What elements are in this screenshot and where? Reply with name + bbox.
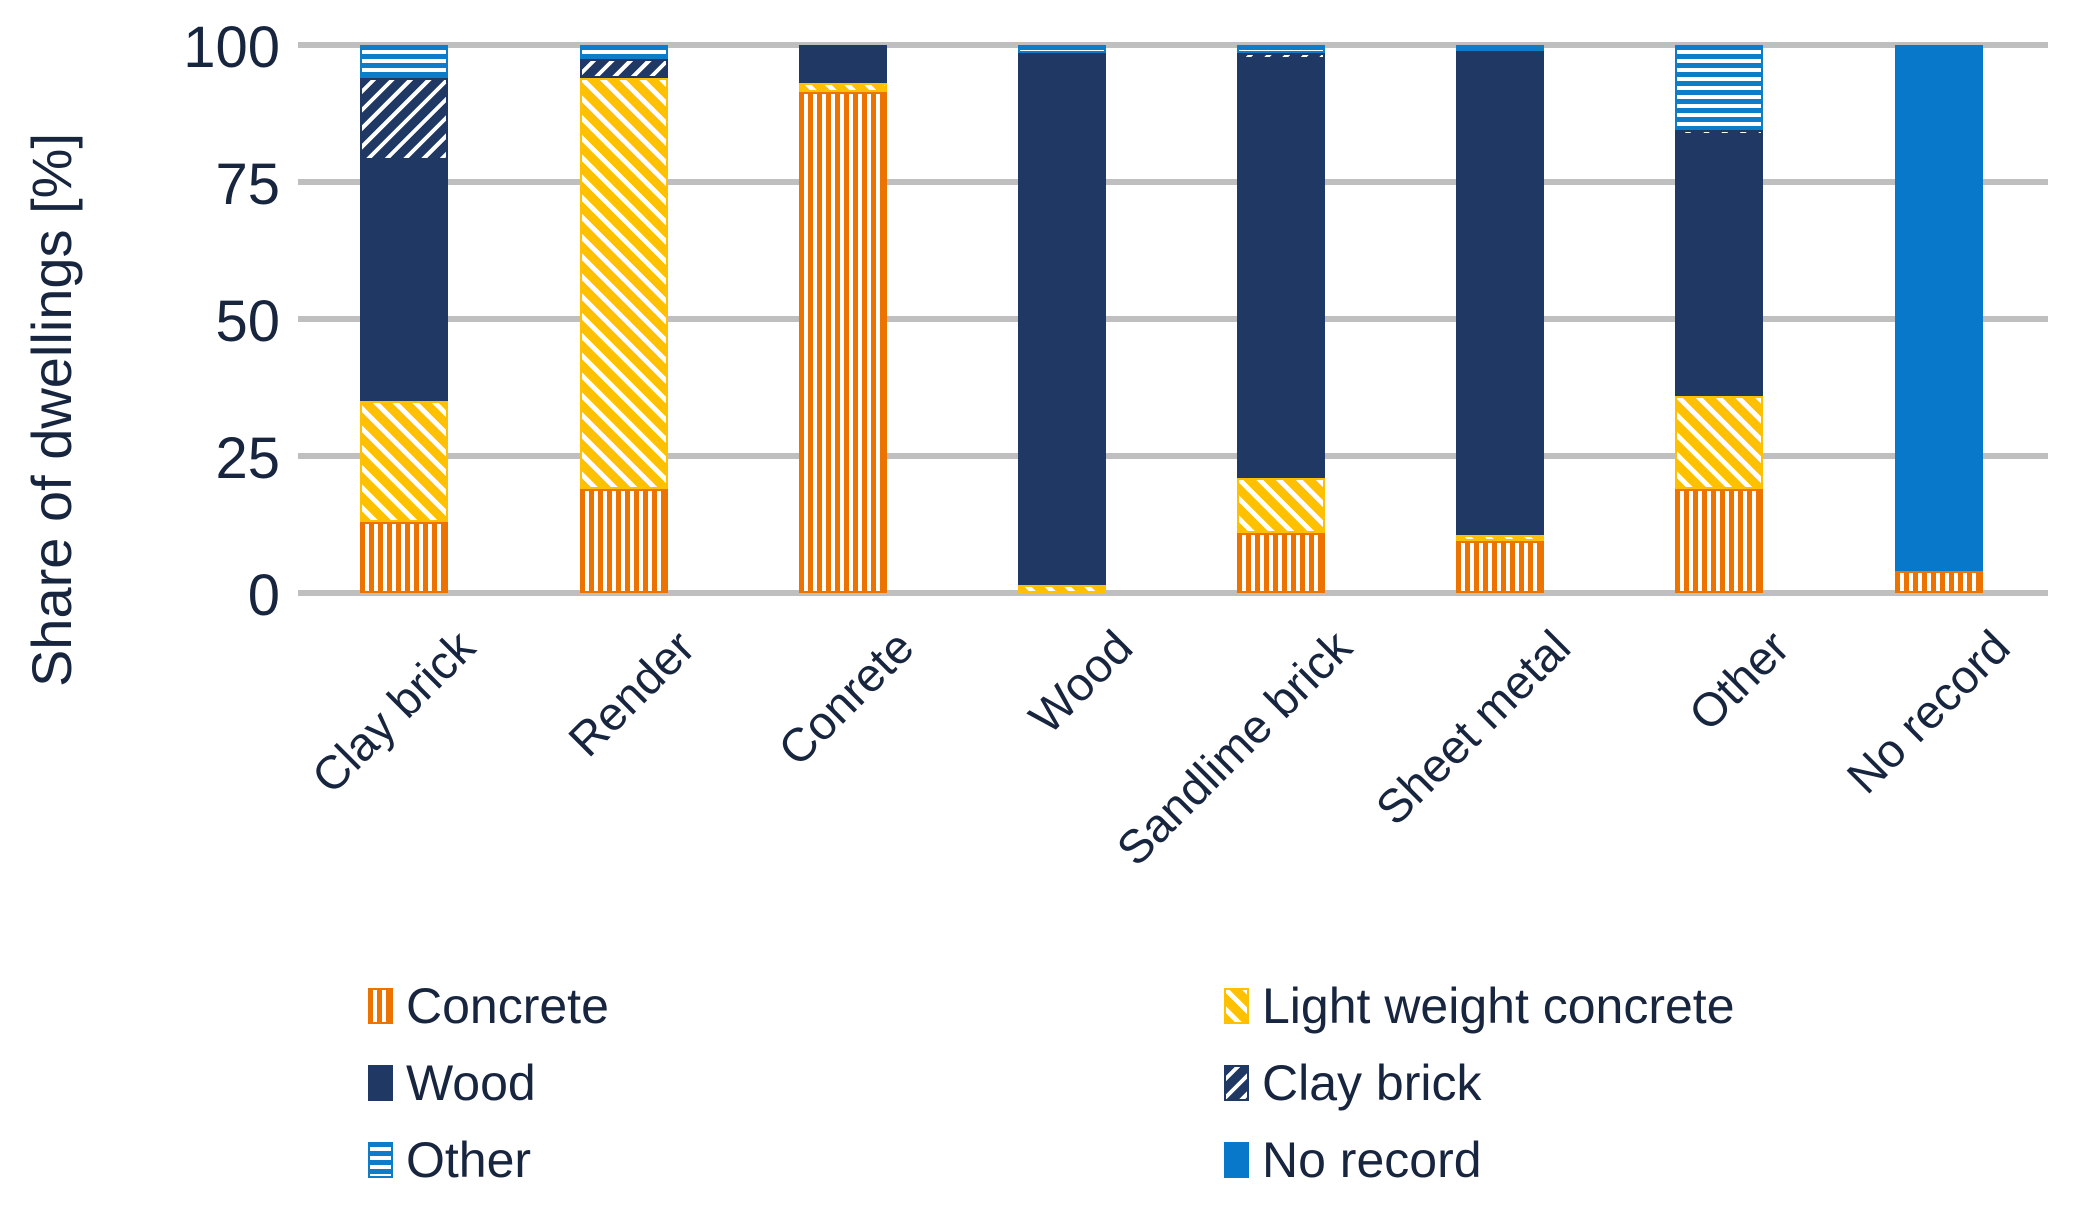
bar-sandlime-brick	[1237, 45, 1325, 593]
bar-segment-light-weight-concrete	[799, 83, 887, 92]
bar-segment-wood	[360, 160, 448, 402]
legend-swatch-light-weight-concrete-icon	[1224, 988, 1249, 1024]
legend-swatch-wood-icon	[368, 1065, 393, 1101]
bar-segment-clay-brick	[1237, 53, 1325, 59]
bar-render	[580, 45, 668, 593]
bar-segment-concrete	[1456, 540, 1544, 593]
legend-item-light-weight-concrete: Light weight concrete	[1224, 981, 1735, 1031]
legend-item-wood: Wood	[368, 1058, 536, 1108]
bar-segment-wood	[1456, 50, 1544, 536]
bar-sheet-metal	[1456, 45, 1544, 593]
y-tick-label-25: 25	[215, 426, 280, 491]
bar-segment-light-weight-concrete	[1018, 584, 1106, 593]
y-tick-label-50: 50	[215, 289, 280, 354]
bar-wood	[1018, 45, 1106, 593]
legend-label-no-record: No record	[1262, 1132, 1482, 1188]
bar-segment-light-weight-concrete	[1237, 477, 1325, 533]
y-tick-label-0: 0	[247, 563, 280, 628]
legend-label-light-weight-concrete: Light weight concrete	[1262, 978, 1735, 1034]
gridline-100	[298, 42, 2048, 48]
legend-item-clay-brick: Clay brick	[1224, 1058, 1481, 1108]
y-tick-label-100: 100	[183, 15, 280, 80]
x-category-label-no-record: No record	[1835, 619, 2020, 804]
bar-conrete	[799, 45, 887, 593]
legend-swatch-other-icon	[368, 1142, 393, 1178]
legend-item-no-record: No record	[1224, 1135, 1482, 1185]
bar-segment-wood	[1675, 135, 1763, 396]
bar-segment-light-weight-concrete	[580, 77, 668, 489]
legend-item-concrete: Concrete	[368, 981, 609, 1031]
bar-segment-other	[360, 45, 448, 78]
legend-item-other: Other	[368, 1135, 531, 1185]
gridline-25	[298, 453, 2048, 459]
x-category-label-render: Render	[557, 619, 705, 767]
bar-segment-clay-brick	[580, 58, 668, 78]
legend-swatch-clay-brick-icon	[1224, 1065, 1249, 1101]
x-category-label-sandlime-brick: Sandlime brick	[1105, 619, 1362, 876]
gridline-50	[298, 316, 2048, 322]
bar-segment-clay-brick	[1675, 129, 1763, 136]
legend-label-clay-brick: Clay brick	[1262, 1055, 1482, 1111]
x-category-label-clay-brick: Clay brick	[300, 619, 485, 804]
bar-segment-wood	[1018, 53, 1106, 585]
x-category-label-sheet-metal: Sheet metal	[1365, 619, 1581, 835]
bar-segment-concrete	[580, 488, 668, 593]
bar-segment-wood	[799, 45, 887, 84]
bar-segment-concrete	[360, 521, 448, 593]
bar-segment-other	[1018, 45, 1106, 54]
y-axis-title: Share of dwellings [%]	[20, 132, 83, 688]
legend-swatch-no-record-icon	[1224, 1142, 1249, 1178]
bar-segment-light-weight-concrete	[360, 401, 448, 522]
bar-segment-clay-brick	[360, 77, 448, 161]
bar-segment-no-record	[1895, 45, 1983, 572]
bar-segment-other	[580, 45, 668, 59]
x-category-label-wood: Wood	[1018, 619, 1143, 744]
legend-label-concrete: Concrete	[406, 978, 609, 1034]
y-tick-label-75: 75	[215, 152, 280, 217]
x-category-label-conrete: Conrete	[767, 619, 924, 776]
bar-segment-concrete	[1675, 488, 1763, 593]
bar-no-record	[1895, 45, 1983, 593]
legend-swatch-concrete-icon	[368, 988, 393, 1024]
bar-other	[1675, 45, 1763, 593]
legend-label-wood: Wood	[406, 1055, 536, 1111]
gridline-0	[298, 590, 2048, 596]
bar-clay-brick	[360, 45, 448, 593]
bar-segment-light-weight-concrete	[1675, 395, 1763, 489]
bar-segment-concrete	[1895, 571, 1983, 593]
bar-segment-other	[1456, 45, 1544, 51]
bar-segment-concrete	[799, 91, 887, 593]
gridline-75	[298, 179, 2048, 185]
bar-segment-wood	[1237, 58, 1325, 478]
x-category-label-other: Other	[1678, 619, 1800, 741]
legend-label-other: Other	[406, 1132, 532, 1188]
bar-segment-other	[1237, 45, 1325, 54]
bar-segment-other	[1675, 45, 1763, 130]
bar-segment-concrete	[1237, 532, 1325, 593]
bar-segment-light-weight-concrete	[1456, 535, 1544, 541]
